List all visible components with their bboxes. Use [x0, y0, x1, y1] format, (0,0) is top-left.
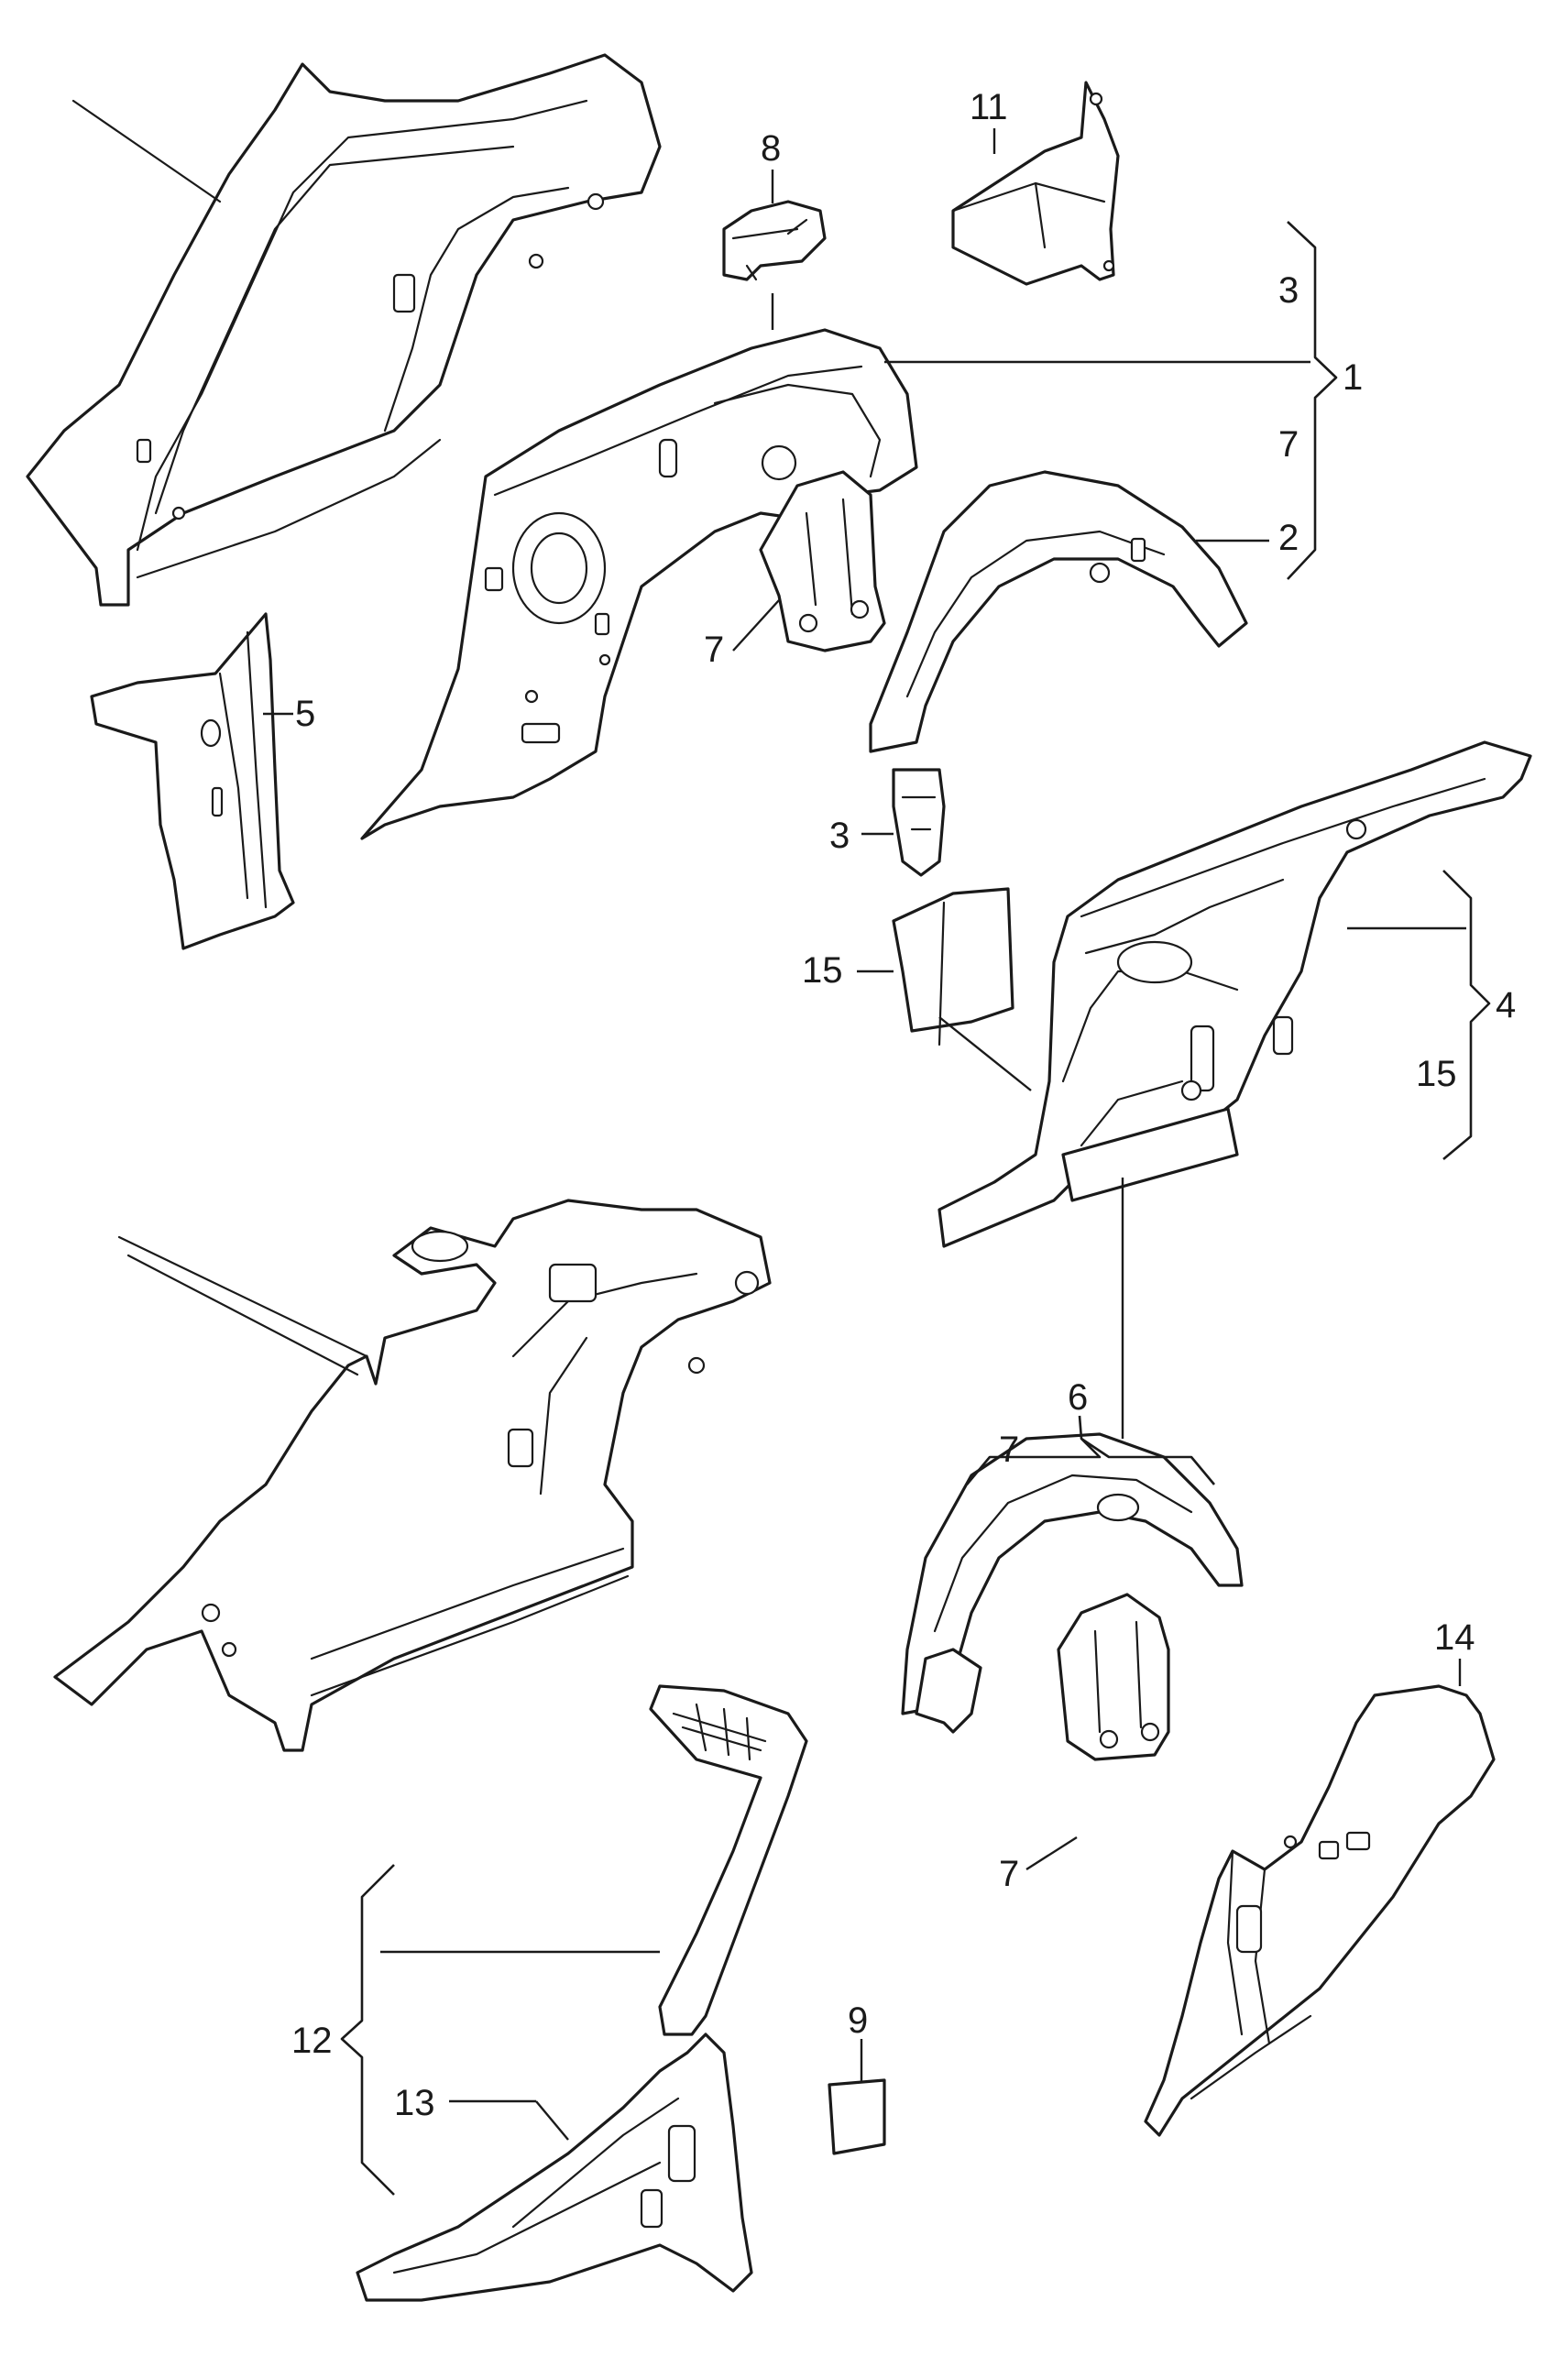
callout-labels: 8 11 3 1 7 2 7 5 3 15 4 15 6 7 14 7 12 9… — [291, 87, 1516, 2123]
callout-5: 5 — [295, 694, 315, 734]
part-14-quarter-outer — [1144, 1684, 1496, 2137]
part-2-wheelhouse-outer — [869, 470, 1248, 753]
callout-13: 13 — [394, 2083, 435, 2123]
callout-9: 9 — [848, 2000, 868, 2041]
callout-3-lower: 3 — [829, 816, 850, 856]
brace-4 — [1442, 870, 1491, 1160]
part-8-bracket — [722, 200, 827, 281]
part-4-quarter-panel — [938, 740, 1532, 1248]
callout-7-brace-6: 7 — [999, 1430, 1019, 1470]
callout-7-strut-lower: 7 — [999, 1854, 1019, 1894]
part-15-panel — [892, 887, 1014, 1047]
part-7-strut-upper — [759, 470, 886, 652]
callout-8: 8 — [761, 128, 781, 169]
brace-6 — [966, 1415, 1215, 1485]
callout-11: 11 — [970, 87, 1008, 127]
part-3-reinforcement — [892, 768, 946, 877]
part-6-wheelhouse-assembly — [901, 1432, 1244, 1734]
brace-12 — [340, 1864, 395, 2196]
part-7-strut-lower — [1057, 1593, 1170, 1761]
callout-4: 4 — [1496, 985, 1516, 1025]
callout-7-strut-upper: 7 — [704, 630, 724, 670]
part-9-patch — [828, 2078, 886, 2155]
part-11-bracket — [951, 81, 1120, 286]
part-12-pillar-strip — [649, 1684, 808, 2036]
callout-6: 6 — [1068, 1377, 1088, 1418]
callout-15-panel: 15 — [802, 950, 843, 991]
leader-lines — [263, 128, 1466, 2141]
callout-15-brace: 15 — [1416, 1054, 1457, 1094]
body-side-frame-lower — [53, 1199, 772, 1752]
body-side-frame-upper — [26, 53, 662, 607]
part-1-inner-panel — [360, 328, 918, 840]
callout-12: 12 — [291, 2021, 333, 2061]
braces — [340, 221, 1491, 2196]
callout-1: 1 — [1343, 357, 1363, 398]
callout-14: 14 — [1434, 1617, 1475, 1658]
callout-3-upper: 3 — [1278, 270, 1299, 311]
callout-2: 2 — [1278, 518, 1299, 558]
part-5-pillar — [90, 612, 295, 950]
callout-7-brace: 7 — [1278, 424, 1299, 465]
brace-1 — [1287, 221, 1338, 580]
part-13-sill-section — [356, 2033, 753, 2302]
